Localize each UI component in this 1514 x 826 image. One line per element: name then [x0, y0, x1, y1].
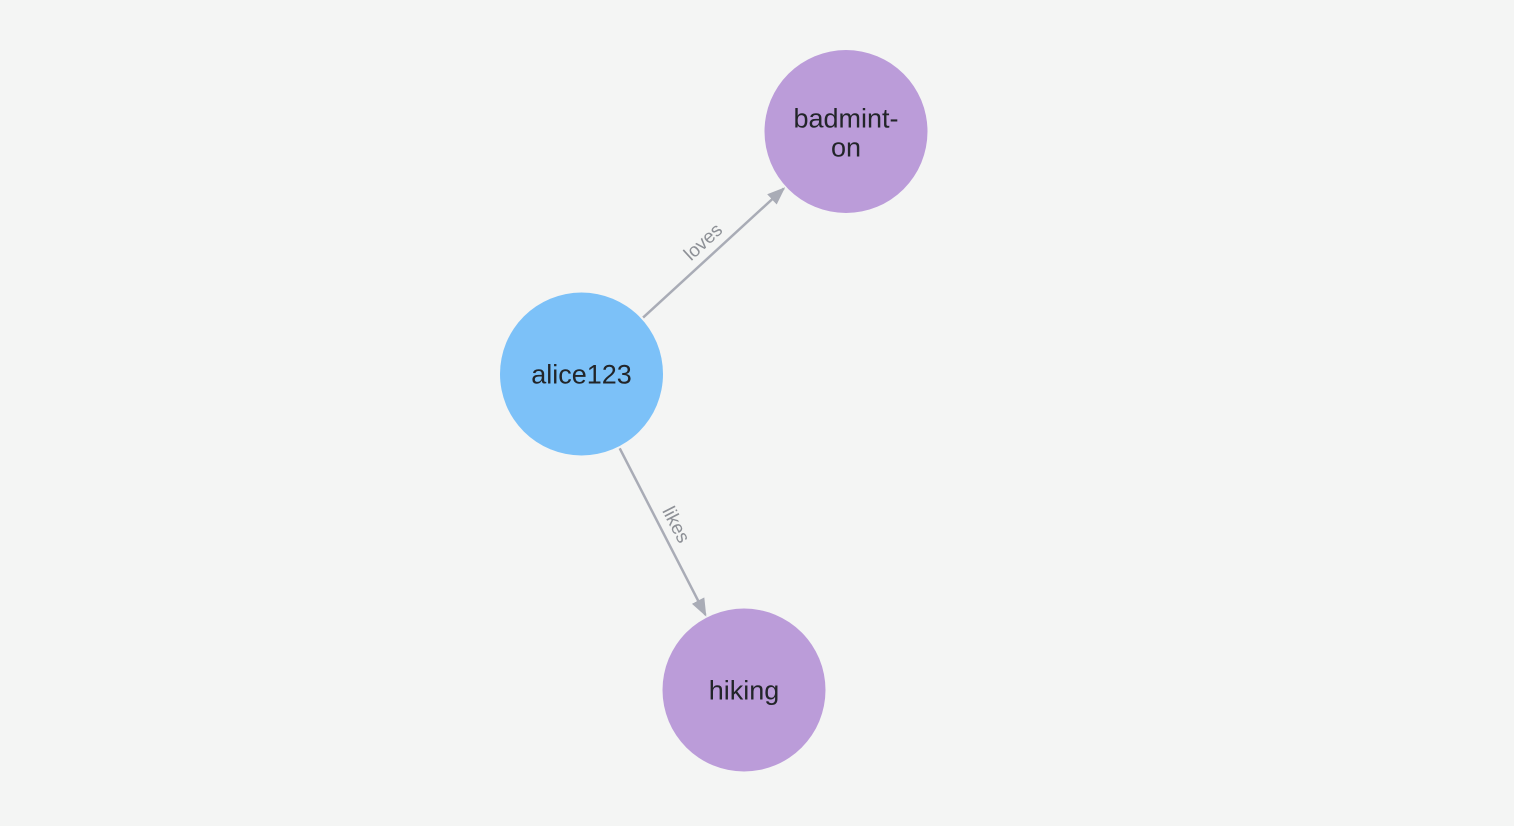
node-badminton-label-line2: on [831, 132, 861, 162]
edge-likes-line[interactable] [618, 447, 707, 617]
node-badminton-circle[interactable] [764, 50, 928, 213]
node-hiking[interactable]: hiking [662, 608, 826, 772]
node-badminton-label-line1: badmint- [793, 103, 898, 133]
node-hiking-label: hiking [709, 675, 780, 705]
edge-loves-line[interactable] [642, 187, 786, 319]
node-alice123-circle[interactable] [500, 292, 663, 456]
node-hiking-circle[interactable] [662, 608, 826, 772]
node-alice123-label: alice123 [531, 359, 632, 389]
node-badminton[interactable]: badmint- on [764, 50, 928, 213]
node-alice123[interactable]: alice123 [500, 292, 663, 456]
